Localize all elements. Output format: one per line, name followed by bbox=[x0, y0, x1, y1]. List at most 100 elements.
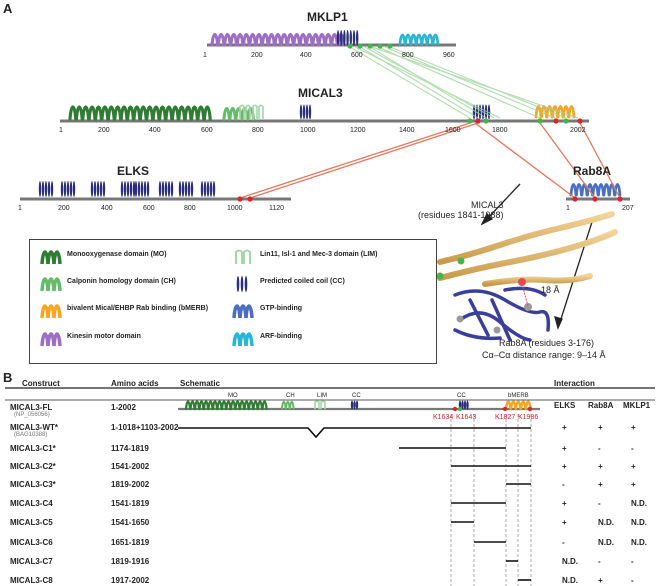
kinesin-helix bbox=[317, 32, 327, 47]
legend-label-ch: Calponin homology domain (CH) bbox=[67, 278, 176, 285]
mo-helix bbox=[211, 400, 219, 411]
coiled-coil-mark bbox=[212, 181, 216, 197]
mo-helix bbox=[234, 400, 241, 411]
rab8a-label: Rab8A bbox=[573, 164, 612, 178]
crystal-structure bbox=[436, 211, 618, 342]
arf-helix bbox=[431, 33, 440, 46]
mo-helix bbox=[113, 105, 123, 121]
mo-helix bbox=[252, 400, 259, 411]
elks-tick: 1120 bbox=[269, 205, 285, 212]
mo-helix bbox=[151, 105, 161, 121]
mo-helix bbox=[183, 105, 193, 121]
arf-helix bbox=[398, 33, 407, 46]
coiled-coil-mark bbox=[161, 181, 165, 197]
coiled-coil-mark bbox=[170, 181, 174, 197]
kinesin-helix bbox=[216, 32, 226, 47]
coiled-coil-mark bbox=[146, 181, 150, 197]
mo-helix bbox=[184, 400, 192, 411]
legend-label-bmerb: bivalent Mical/EHBP Rab binding (bMERB) bbox=[67, 305, 209, 312]
mo-helix-icon bbox=[40, 250, 62, 265]
ch-helix bbox=[281, 400, 287, 410]
interaction-elks: - bbox=[562, 538, 565, 547]
interaction-rab8a: - bbox=[598, 499, 601, 508]
rab8a-tick: 207 bbox=[622, 205, 634, 212]
cc-icon bbox=[236, 276, 248, 292]
schematic-label-bmerb: bMERB bbox=[508, 393, 529, 399]
header-amino-acids: Amino acids bbox=[111, 379, 159, 388]
mutation-label: K1827 bbox=[495, 414, 516, 421]
interaction-mklp1: N.D. bbox=[631, 538, 647, 547]
structure-arrows bbox=[480, 183, 593, 330]
rab8a-track bbox=[566, 183, 630, 201]
bmerb-helix bbox=[509, 400, 517, 410]
mo-helix bbox=[81, 105, 91, 121]
legend-label-gtp: GTP-binding bbox=[260, 305, 302, 312]
elks-tick: 1 bbox=[18, 205, 22, 212]
elks-tick: 800 bbox=[184, 205, 196, 212]
coiled-coil-mark bbox=[350, 400, 354, 410]
arf-helix bbox=[420, 33, 429, 46]
construct-name: MICAL3-C2* bbox=[10, 462, 56, 471]
legend-label-mo: Monooxygenase domain (MO) bbox=[67, 251, 167, 258]
bmerb-helix bbox=[562, 105, 570, 119]
kinesin-helix bbox=[260, 32, 270, 47]
coiled-coil-mark bbox=[102, 181, 106, 197]
mical3-tick: 1400 bbox=[399, 127, 415, 134]
interaction-rab8a: - bbox=[598, 444, 601, 453]
mical3-tick: 200 bbox=[98, 127, 110, 134]
amino-acid-range: 1-1018+1103-2002 bbox=[111, 423, 179, 432]
arf-helix bbox=[415, 33, 423, 46]
mo-helix bbox=[229, 400, 237, 411]
construct-name: MICAL3-WT* bbox=[10, 423, 58, 432]
mo-helix bbox=[138, 105, 148, 121]
construct-bars bbox=[178, 427, 531, 581]
kinesin-helix bbox=[292, 32, 302, 47]
kinesin-helix bbox=[298, 32, 308, 47]
schematic-label-ch: CH bbox=[286, 393, 295, 399]
arf-helix-icon bbox=[232, 332, 254, 347]
construct-name: MICAL3-C8 bbox=[10, 576, 53, 585]
coiled-coil-mark bbox=[72, 181, 76, 197]
mo-helix bbox=[238, 400, 246, 411]
mklp1-tick: 600 bbox=[351, 52, 363, 59]
kinesin-helix bbox=[311, 32, 321, 47]
construct-accession: (NP_056056) bbox=[14, 412, 50, 418]
coiled-coil-mark bbox=[181, 181, 185, 197]
interaction-rab8a: N.D. bbox=[598, 538, 614, 547]
mical3-tick: 1 bbox=[59, 127, 63, 134]
interaction-mklp1: - bbox=[631, 444, 634, 453]
amino-acid-range: 1917-2002 bbox=[111, 576, 150, 585]
kinesin-helix bbox=[330, 32, 339, 47]
coiled-coil-mark bbox=[93, 181, 97, 197]
mical3-track bbox=[60, 104, 589, 123]
gtp-helix bbox=[575, 183, 583, 197]
rab8a-tick: 1 bbox=[566, 205, 570, 212]
legend-label-lim: Lin11, Isl-1 and Mec-3 domain (LIM) bbox=[260, 251, 378, 258]
mo-helix bbox=[202, 400, 210, 411]
mo-helix bbox=[190, 105, 199, 121]
coiled-coil-mark bbox=[44, 181, 48, 197]
bmerb-helix bbox=[567, 105, 576, 119]
lim-mark bbox=[314, 400, 320, 410]
mo-helix bbox=[220, 400, 228, 411]
mo-helix bbox=[87, 105, 97, 121]
mo-helix bbox=[177, 105, 187, 121]
kinesin-helix bbox=[235, 32, 245, 47]
ch-helix bbox=[228, 107, 237, 121]
mo-domain bbox=[68, 105, 212, 121]
interaction-mklp1: N.D. bbox=[631, 499, 647, 508]
coiled-coil-mark bbox=[66, 181, 70, 197]
mical3-cc-domains bbox=[299, 104, 491, 120]
amino-acid-range: 1819-1916 bbox=[111, 557, 150, 566]
mo-helix bbox=[119, 105, 129, 121]
amino-acid-range: 1174-1819 bbox=[111, 444, 149, 453]
coiled-coil-mark bbox=[134, 181, 138, 197]
arf-helix bbox=[426, 33, 434, 46]
coiled-coil-mark bbox=[120, 181, 124, 197]
gtp-helix bbox=[569, 183, 578, 197]
amino-acid-range: 1541-1819 bbox=[111, 499, 150, 508]
lim-mark bbox=[320, 400, 326, 410]
coiled-coil-mark bbox=[340, 30, 343, 46]
coiled-coil-mark bbox=[336, 30, 340, 46]
kinesin-helix bbox=[267, 32, 276, 47]
